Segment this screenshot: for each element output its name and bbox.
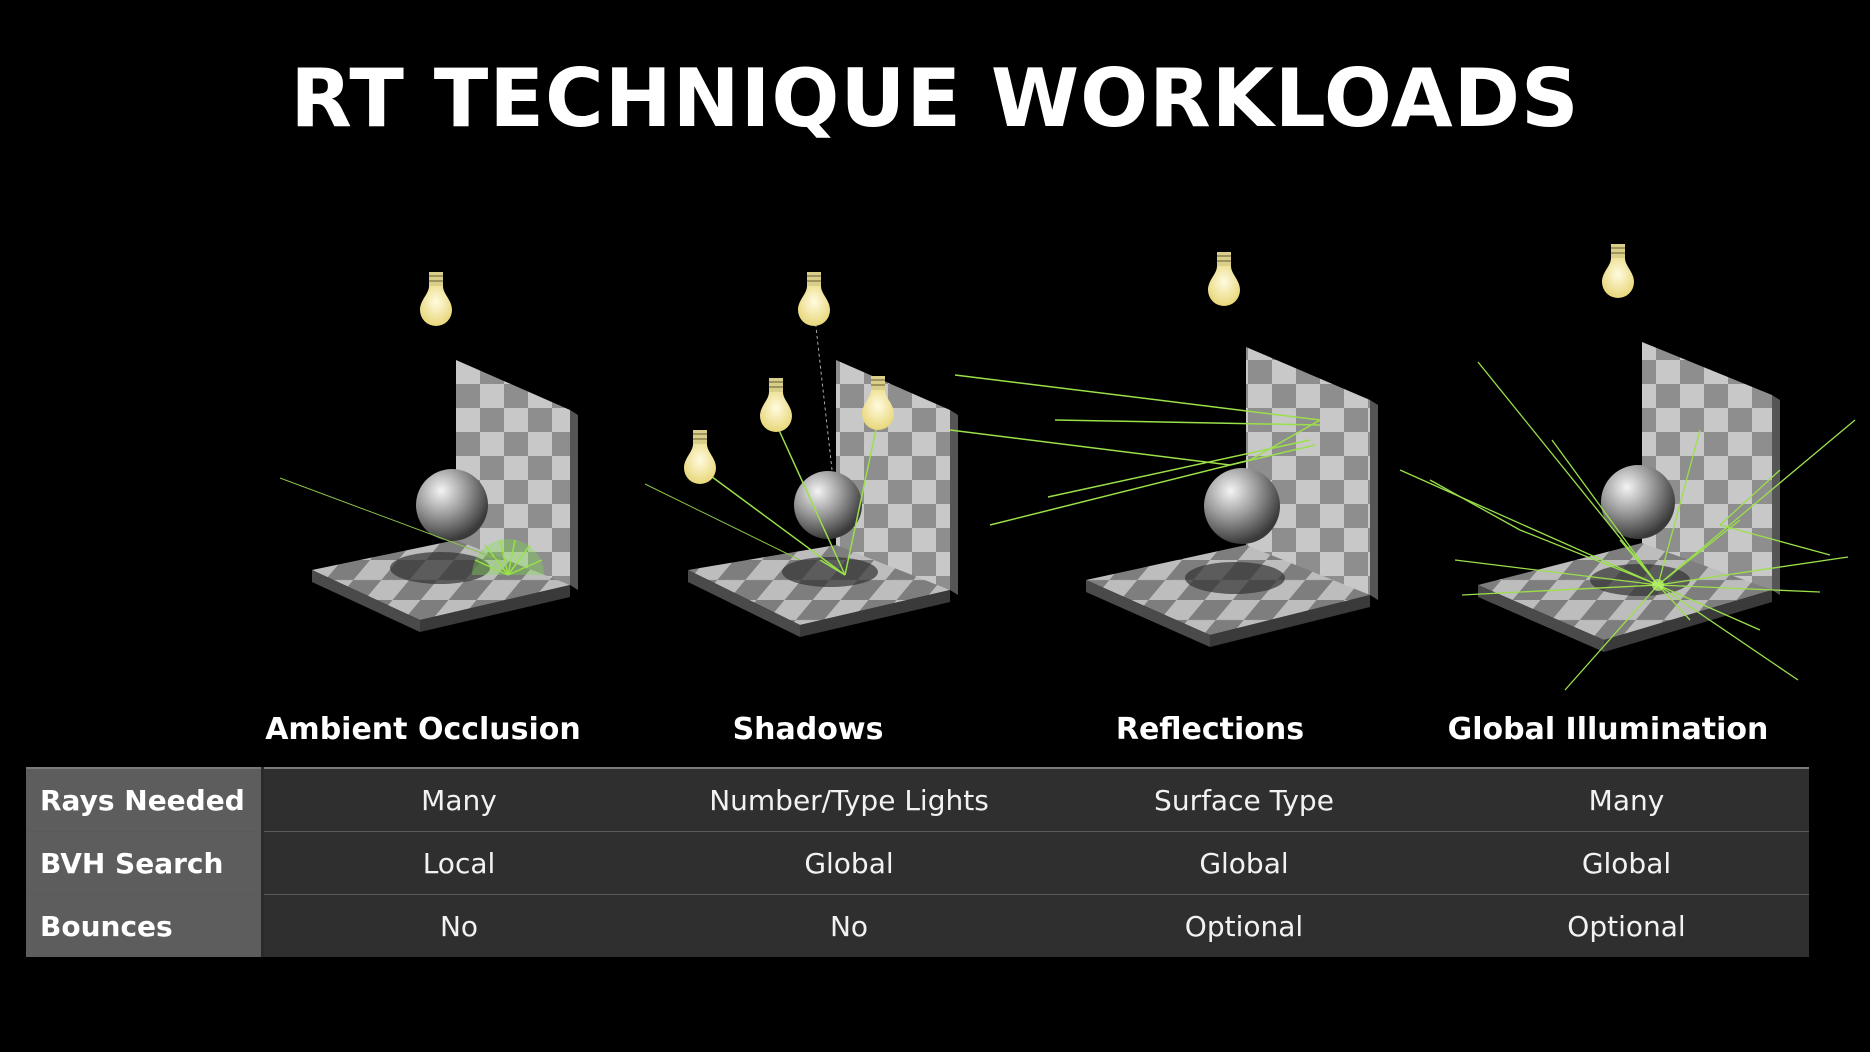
sphere	[1601, 465, 1675, 539]
table-cell: Global	[654, 831, 1044, 895]
light-bulb-icon	[683, 429, 717, 485]
reflection-rays	[949, 374, 1321, 526]
checker-wall	[1642, 342, 1772, 590]
technique-label-shadows: Shadows	[732, 712, 884, 747]
light-bulb-icon	[419, 271, 453, 327]
light-bulb-icon	[1207, 251, 1241, 307]
workload-table: Rays Needed Many Number/Type Lights Surf…	[26, 767, 1809, 957]
scene-shadows	[644, 271, 958, 637]
slide-title: RT TECHNIQUE WORKLOADS	[290, 52, 1580, 145]
table-cell: Global	[1444, 831, 1809, 895]
sphere	[416, 469, 488, 541]
table-cell: Surface Type	[1044, 767, 1444, 832]
scene-reflections	[949, 251, 1378, 647]
table-cell: No	[262, 894, 654, 957]
scene-global-illumination	[1399, 243, 1856, 691]
shadow-rays	[699, 419, 879, 576]
table-cell: No	[654, 894, 1044, 957]
table-cell: Number/Type Lights	[654, 767, 1044, 832]
checker-wall	[1246, 347, 1370, 595]
scene-ambient-occlusion	[279, 271, 578, 632]
ao-rays	[474, 539, 543, 576]
table-cell: Local	[262, 831, 654, 895]
row-header: Bounces	[26, 894, 264, 957]
table-cell: Many	[262, 767, 654, 832]
technique-label-ambient-occlusion: Ambient Occlusion	[265, 712, 581, 747]
table-row: BVH Search Local Global Global Global	[26, 831, 1809, 895]
sphere	[794, 471, 862, 539]
table-cell: Global	[1044, 831, 1444, 895]
sphere	[1204, 468, 1280, 544]
table-row: Rays Needed Many Number/Type Lights Surf…	[26, 767, 1809, 832]
light-bulb-icon	[759, 377, 793, 433]
row-header: Rays Needed	[26, 767, 264, 832]
light-bulb-icon	[797, 271, 831, 327]
technique-illustrations	[279, 243, 1856, 691]
table-cell: Optional	[1044, 894, 1444, 957]
technique-label-global-illumination: Global Illumination	[1447, 712, 1769, 747]
table-row: Bounces No No Optional Optional	[26, 894, 1809, 957]
table-cell: Many	[1444, 767, 1809, 832]
light-bulb-icon	[1601, 243, 1635, 299]
gi-rays	[1399, 361, 1856, 691]
table-cell: Optional	[1444, 894, 1809, 957]
row-header: BVH Search	[26, 831, 264, 895]
technique-label-reflections: Reflections	[1115, 712, 1305, 747]
checker-wall	[456, 360, 570, 585]
